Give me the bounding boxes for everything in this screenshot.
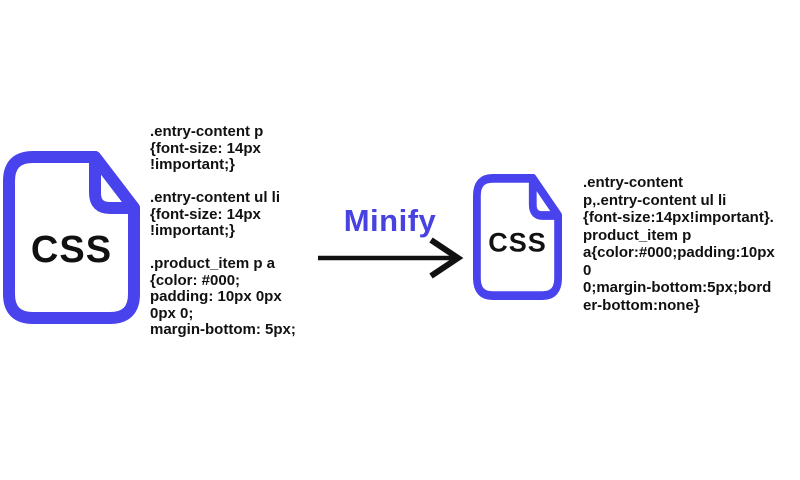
css-file-icon-small: CSS	[473, 174, 562, 300]
minified-css-code: .entry-content p,.entry-content ul li {f…	[583, 174, 775, 314]
document-icon	[473, 174, 562, 300]
css-file-icon-large: CSS	[3, 151, 140, 324]
file-type-label: CSS	[30, 228, 113, 271]
file-type-label: CSS	[488, 227, 547, 258]
document-icon	[3, 151, 140, 324]
right-arrow-icon	[318, 237, 464, 279]
source-css-code: .entry-content p {font-size: 14px !impor…	[150, 123, 296, 338]
minify-label: Minify	[343, 203, 437, 238]
